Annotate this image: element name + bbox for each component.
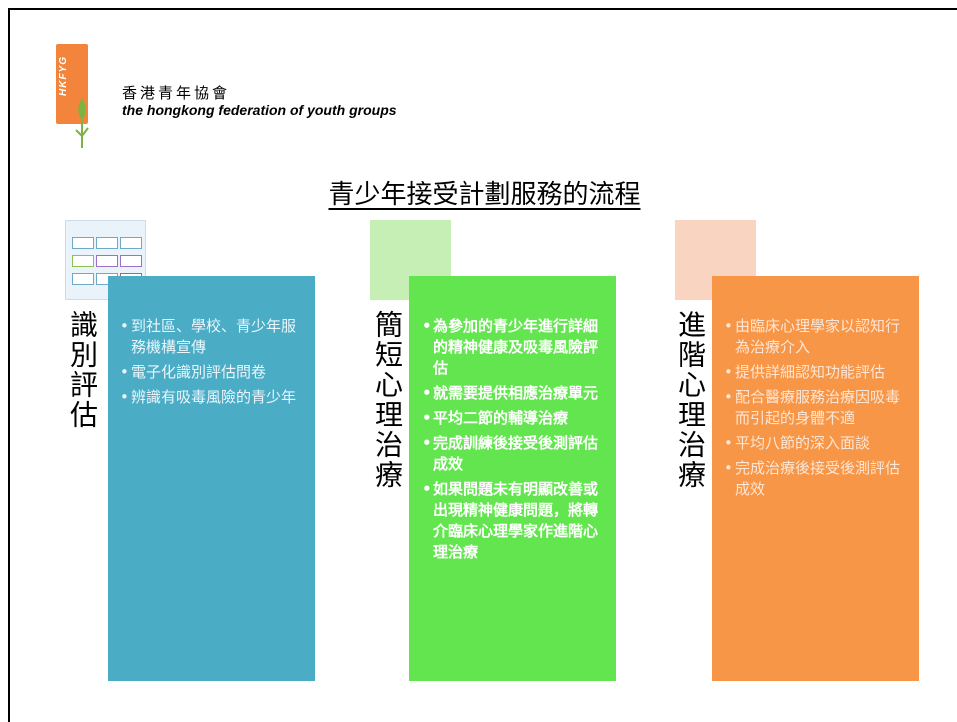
- stage1-item: 辨識有吸毒風險的青少年: [120, 387, 300, 408]
- stage3-item: 完成治療後接受後測評估成效: [724, 458, 902, 500]
- stage1-thumbnail: [65, 220, 146, 300]
- stage2-items: 為參加的青少年進行詳細的精神健康及吸毒風險評估 就需要提供相應治療單元 平均二節…: [422, 316, 600, 567]
- stage3-item: 平均八節的深入面談: [724, 433, 902, 454]
- leaf-icon: [75, 98, 89, 148]
- org-name-chinese: 香港青年協會: [122, 84, 231, 102]
- org-name-english: the hongkong federation of youth groups: [122, 102, 397, 118]
- stage2-item: 為參加的青少年進行詳細的精神健康及吸毒風險評估: [422, 316, 600, 379]
- stage3-label: 進階心理治療: [674, 310, 707, 490]
- slide-title: 青少年接受計劃服務的流程: [328, 180, 641, 210]
- stage1-item: 到社區、學校、青少年服務機構宣傳: [120, 316, 300, 358]
- stage1-label: 識別評估: [66, 310, 99, 430]
- stage2-label: 簡短心理治療: [371, 310, 404, 490]
- stage2-item: 完成訓練後接受後測評估成效: [422, 433, 600, 475]
- stage3-item: 配合醫療服務治療因吸毒而引起的身體不適: [724, 387, 902, 429]
- slide: HKFYG 香港青年協會 the hongkong federation of …: [8, 8, 957, 722]
- stage1-item: 電子化識別評估問卷: [120, 362, 300, 383]
- thumbnail-box: [120, 237, 142, 249]
- thumbnail-box: [96, 237, 118, 249]
- stage2-item: 平均二節的輔導治療: [422, 408, 600, 429]
- logo-text: HKFYG: [58, 56, 69, 96]
- stage3-items: 由臨床心理學家以認知行為治療介入 提供詳細認知功能評估 配合醫療服務治療因吸毒而…: [724, 316, 902, 504]
- stage3-item: 由臨床心理學家以認知行為治療介入: [724, 316, 902, 358]
- thumbnail-box: [96, 255, 118, 267]
- stage1-items: 到社區、學校、青少年服務機構宣傳 電子化識別評估問卷 辨識有吸毒風險的青少年: [120, 316, 300, 412]
- thumbnail-box: [72, 255, 94, 267]
- thumbnail-box: [72, 273, 94, 285]
- stage3-item: 提供詳細認知功能評估: [724, 362, 902, 383]
- stage2-item: 就需要提供相應治療單元: [422, 383, 600, 404]
- thumbnail-box: [120, 255, 142, 267]
- thumbnail-box: [72, 237, 94, 249]
- stage2-item: 如果問題未有明顯改善或出現精神健康問題，將轉介臨床心理學家作進階心理治療: [422, 479, 600, 563]
